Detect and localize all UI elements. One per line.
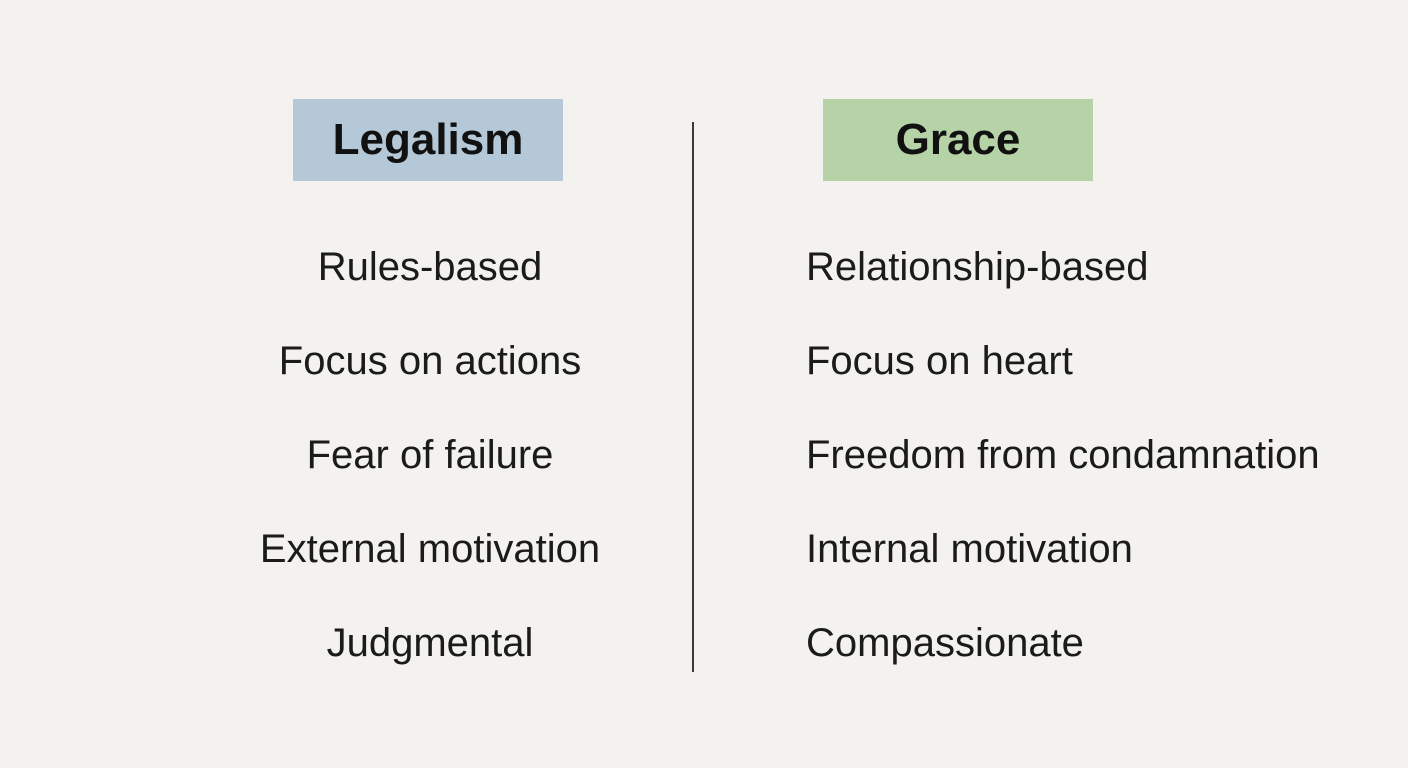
grace-item: Freedom from condamnation [806,433,1320,477]
grace-item: Compassionate [806,621,1084,665]
grace-item: Relationship-based [806,245,1149,289]
legalism-item: External motivation [259,527,601,571]
grace-item: Internal motivation [806,527,1133,571]
legalism-item: Rules-based [317,245,543,289]
grace-item: Focus on heart [806,339,1073,383]
legalism-item: Judgmental [326,621,534,665]
legalism-item: Fear of failure [306,433,554,477]
column-divider [692,122,694,672]
legalism-item: Focus on actions [278,339,582,383]
legalism-header: Legalism [293,99,563,181]
grace-header: Grace [823,99,1093,181]
